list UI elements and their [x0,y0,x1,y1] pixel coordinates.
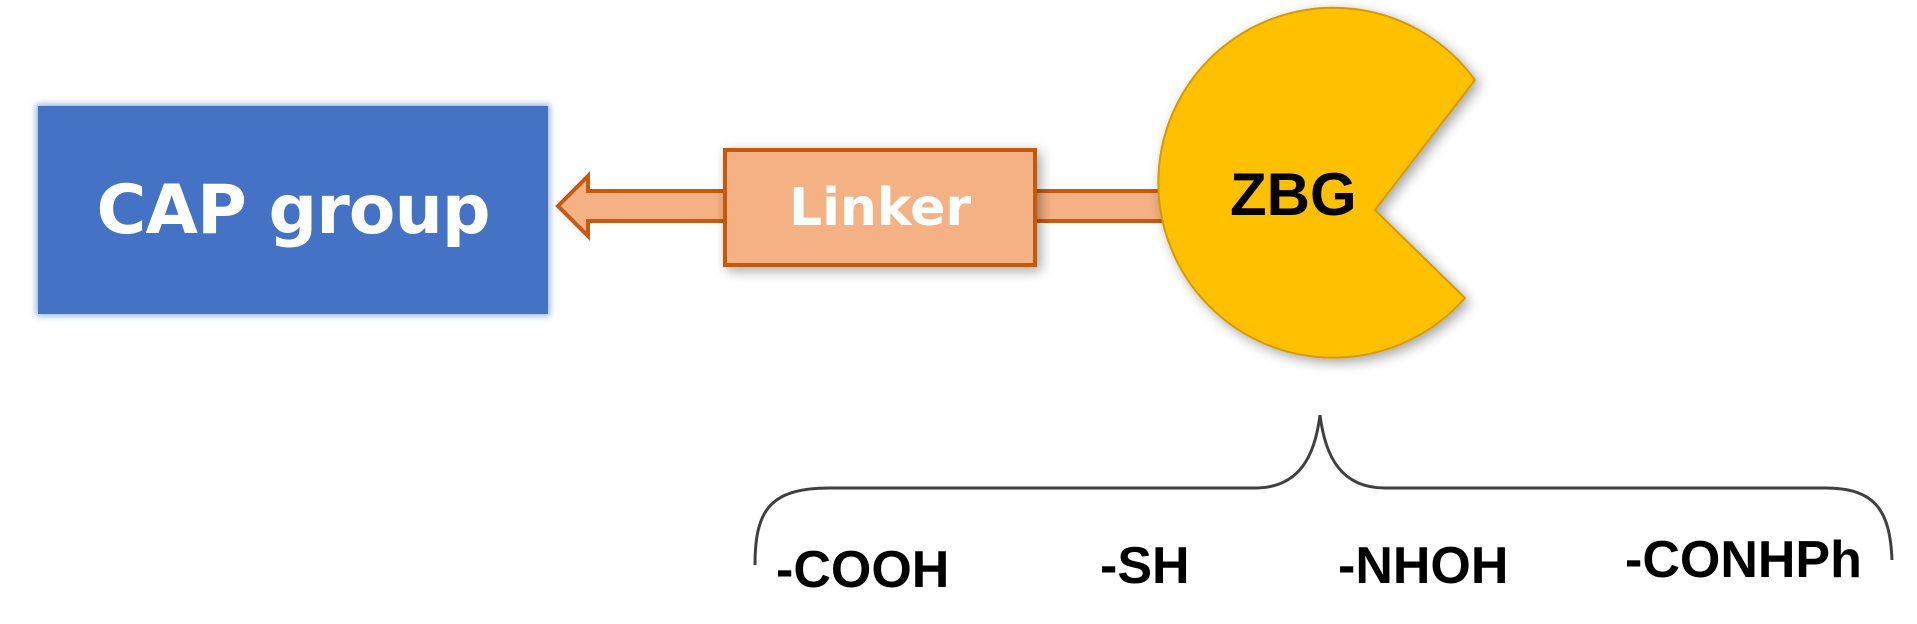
curly-brace [753,414,1894,566]
group-label-conhph: -CONHPh [1625,531,1862,589]
zbg-label: ZBG [1230,161,1357,228]
linker-label: Linker [788,177,972,238]
cap-group-box: CAP group [38,106,548,314]
linker-box [723,148,1037,267]
group-label-cooh: -COOH [776,541,950,599]
group-label-sh: -SH [1100,537,1190,595]
cap-group-label: CAP group [96,170,490,250]
zbg-pacman-shape [1157,6,1477,359]
group-label-nhoh: -NHOH [1338,537,1509,595]
